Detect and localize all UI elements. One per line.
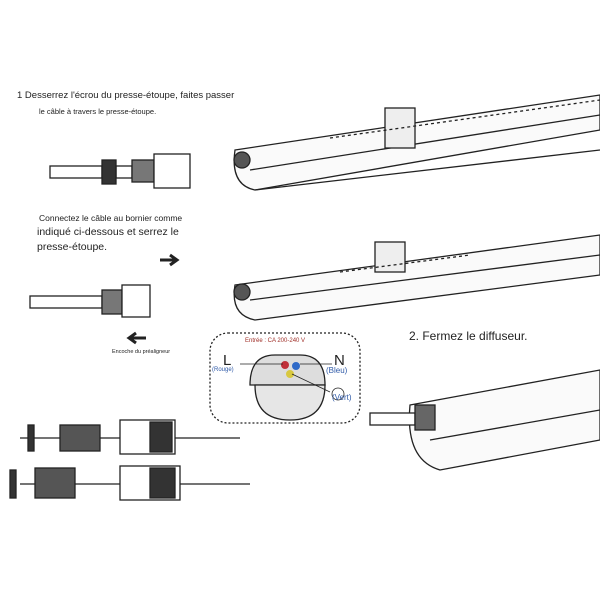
connect-line1: Connectez le câble au bornier comme (39, 213, 183, 223)
step2-label: 2. Fermez le diffuseur. (409, 329, 528, 343)
arrow-right-icon (160, 253, 180, 267)
neutral-label: N (334, 352, 345, 369)
ground-color: (Vert) (332, 393, 352, 402)
cable-gland-2 (29, 284, 151, 318)
fixture-middle (233, 234, 600, 321)
connect-line2: indiqué ci-dessous et serrez le (37, 226, 179, 238)
exploded-gland-parts (9, 419, 250, 501)
fixture-bottom (369, 369, 600, 471)
live-label: L (223, 352, 232, 369)
arrow-left-icon (126, 331, 146, 345)
connect-line3: presse-étoupe. (37, 241, 108, 253)
fixture-top (233, 94, 600, 191)
notch-label: Encoche du préaligneur (112, 349, 171, 355)
wiring-callout (209, 332, 361, 424)
cable-gland-1 (49, 153, 191, 189)
step1-line2: le câble à travers le presse-étoupe. (39, 107, 157, 116)
step1-line1: 1 Desserrez l'écrou du presse-étoupe, fa… (17, 90, 235, 101)
terminal-block (240, 354, 345, 421)
neutral-color: (Bleu) (326, 366, 348, 375)
live-color: (Rouge) (212, 367, 234, 373)
wiring-input-label: Entrée : CA 200-240 V (245, 338, 306, 344)
